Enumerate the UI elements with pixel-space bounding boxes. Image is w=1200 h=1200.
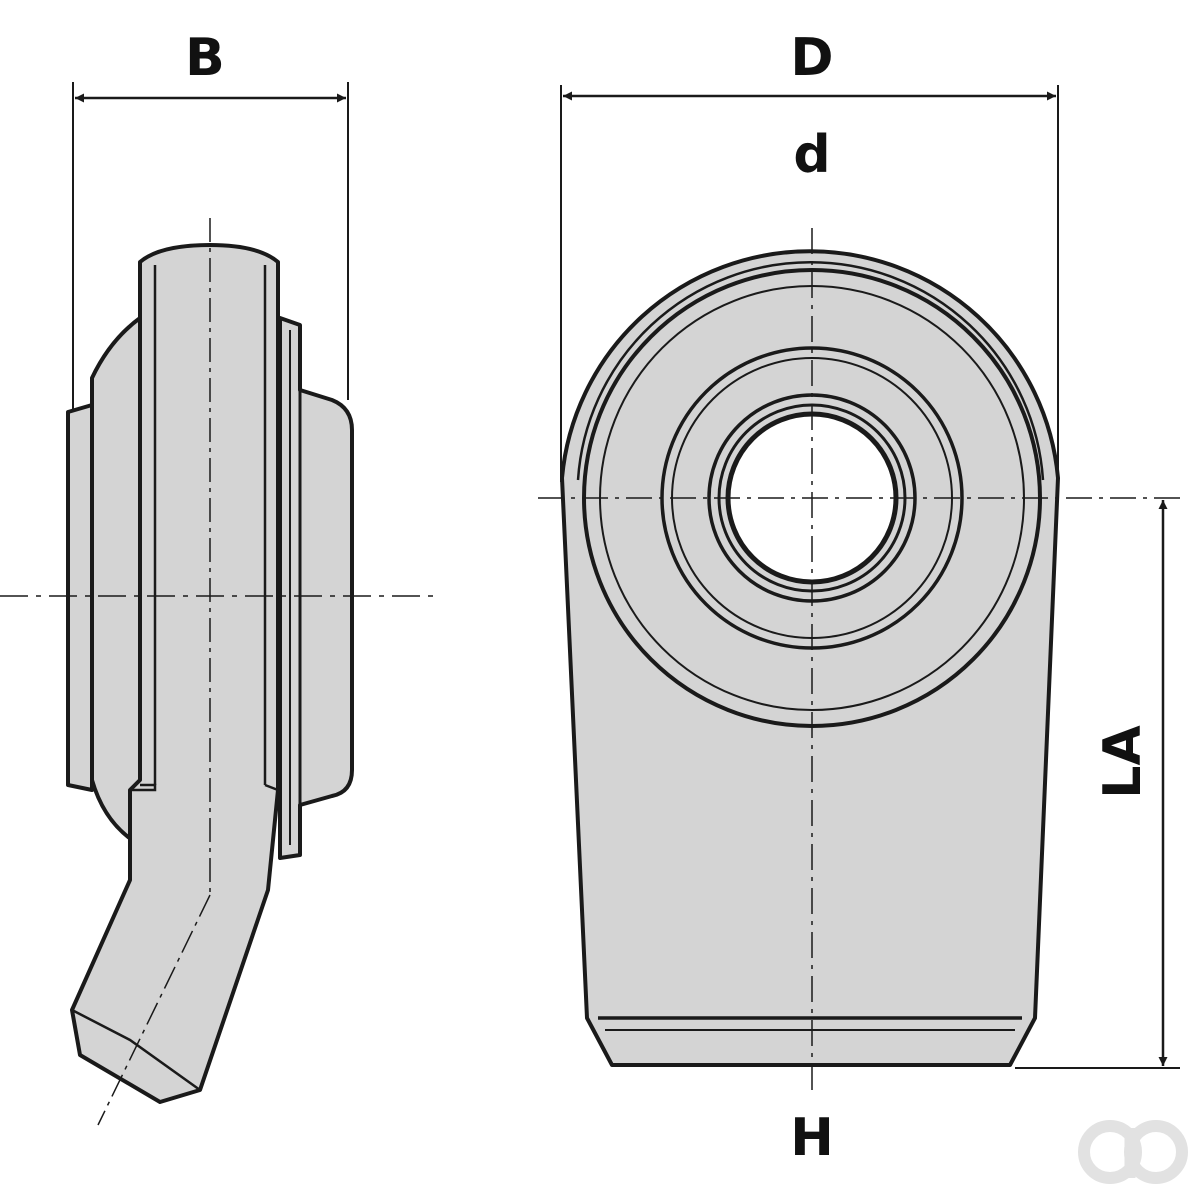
front-rim-inner-edge <box>576 261 1045 481</box>
label-la: LA <box>1093 725 1153 798</box>
label-d-outer: D <box>790 28 833 88</box>
label-d-inner: d <box>793 125 830 185</box>
side-shank-centerline <box>97 894 211 1126</box>
side-step-left <box>130 783 157 792</box>
side-main-body <box>70 243 280 1104</box>
side-step-right <box>264 783 279 792</box>
watermark-logo <box>1078 1120 1188 1184</box>
side-left-flange <box>66 403 94 792</box>
label-b: B <box>185 28 225 88</box>
label-h: H <box>790 1108 834 1168</box>
side-rear-bulge <box>90 316 142 847</box>
front-view <box>538 85 1180 1092</box>
side-view <box>0 82 440 1126</box>
side-right-ring <box>278 316 354 860</box>
side-end-chamfer <box>71 1008 201 1092</box>
